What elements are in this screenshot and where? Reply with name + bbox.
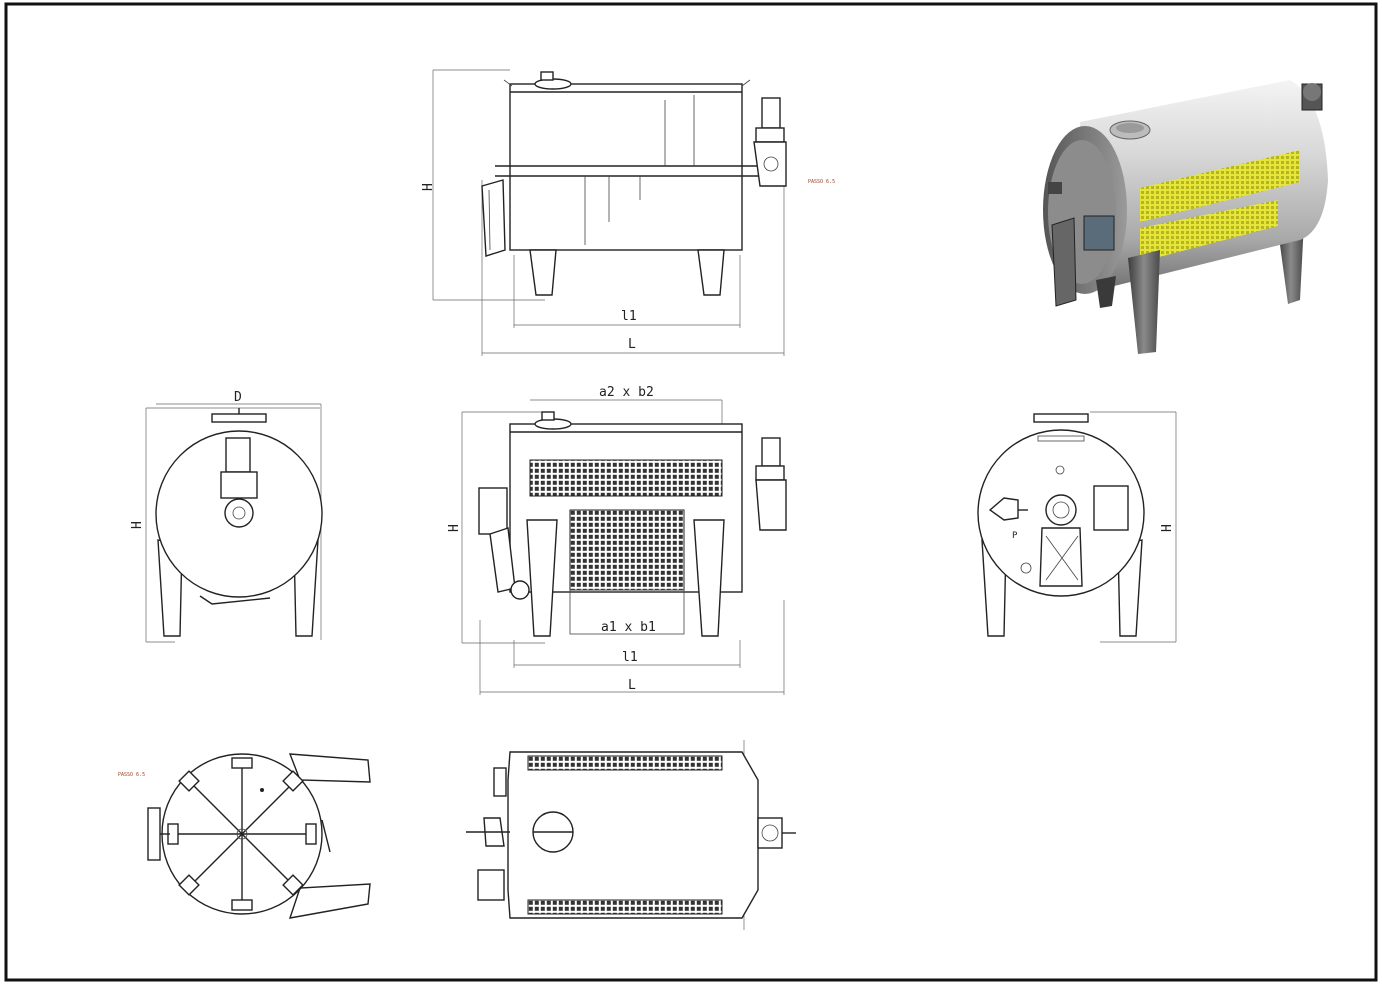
dim-l1-side: l1: [621, 309, 637, 324]
side-view-top: PASSO 6.5 H l1 L: [421, 69, 835, 356]
tank-3d-render: [1043, 80, 1328, 354]
dim-l1-front: l1: [622, 650, 638, 665]
dim-H-front: H: [447, 524, 462, 532]
front-view-center: a2 x b2 a1 x b1 l1 L H: [447, 385, 787, 695]
marker-p: P: [1012, 531, 1018, 541]
dim-H-side: H: [421, 183, 436, 191]
end-view-right: P H: [977, 411, 1177, 643]
plan-view-bottom: [466, 740, 796, 930]
dim-H-end-left: H: [130, 521, 145, 529]
note-top-label: PASSO 6.5: [808, 179, 835, 185]
end-view-left: D H: [130, 390, 323, 643]
sheet-border: [4, 2, 1378, 982]
dim-D: D: [234, 390, 242, 405]
note-bottom-label: PASSO 6.5: [118, 772, 145, 778]
dim-L-side: L: [628, 337, 636, 352]
dim-a1b1: a1 x b1: [601, 620, 656, 635]
plan-view-bottom-left: PASSO 6.5: [118, 753, 371, 919]
dim-H-end-right: H: [1160, 524, 1175, 532]
dim-L-front: L: [628, 678, 636, 693]
dim-a2b2: a2 x b2: [599, 385, 654, 400]
